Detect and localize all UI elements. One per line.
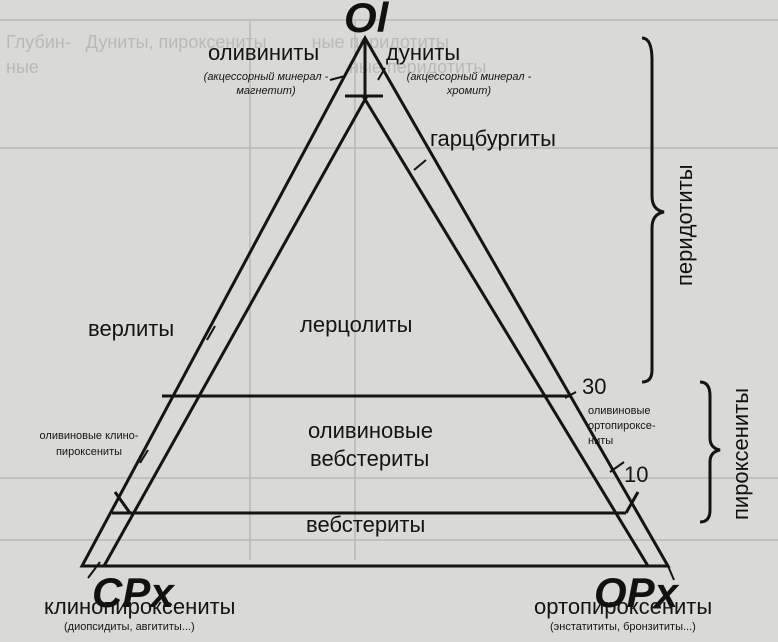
outer-triangle [79, 34, 671, 568]
label-dunites-note: (акцессорный минерал - хромит) [406, 71, 532, 97]
label-harzburgites: гарцбургиты [430, 126, 556, 151]
background-table-lines [0, 19, 778, 560]
pyroxenites-brace [699, 380, 721, 524]
corner-clinopyroxene: CPx [92, 569, 174, 616]
label-orthopyroxenites-note: (энстатититы, бронзититы...) [550, 621, 696, 633]
line-clino-side [102, 95, 369, 567]
tick-dunites [377, 67, 386, 81]
corner-orthopyroxene: OPx [594, 569, 679, 616]
label-mark-10: 10 [624, 462, 649, 487]
tick-30 [564, 391, 577, 399]
label-olivine-websterites-2: вебстериты [310, 446, 430, 471]
label-olivinites-note: (акцессорный минерал - магнетит) [203, 71, 329, 97]
line-right-corner [624, 491, 640, 514]
label-clinopyroxenites: клинопироксениты [44, 594, 236, 619]
group-peridotites: перидотиты [672, 164, 697, 286]
label-olivine-orthopyroxenites: оливиновые ортопироксе- ниты [588, 405, 656, 447]
tick-clinopyroxenites [87, 561, 101, 579]
corner-olivine: Ol [344, 0, 389, 41]
label-orthopyroxenites: ортопироксениты [534, 594, 713, 619]
peridotites-brace [641, 36, 665, 384]
label-mark-30: 30 [582, 374, 607, 399]
tick-orthopyroxenites [667, 565, 675, 581]
tick-harzburgites [413, 159, 427, 171]
label-websterites: вебстериты [306, 512, 426, 537]
line-left-corner [113, 491, 132, 514]
label-dunites: дуниты [386, 40, 461, 65]
tick-10 [609, 461, 625, 473]
label-wehrlites: верлиты [88, 316, 175, 341]
tick-olivinites [329, 75, 346, 81]
label-olivine-websterites-1: оливиновые [308, 418, 433, 443]
label-lherzolites: лерцолиты [300, 312, 413, 337]
tick-ol-clinopyroxenites [139, 449, 149, 464]
line-ortho-side [361, 95, 650, 567]
label-olivine-clinopyroxenites: оливиновые клино- пироксениты [39, 430, 139, 458]
label-olivinites: оливиниты [208, 40, 320, 65]
group-pyroxenites: пироксениты [728, 387, 753, 520]
tick-wehrlites [206, 325, 216, 341]
label-clinopyroxenites-note: (диопсидиты, авгититы...) [64, 621, 195, 633]
